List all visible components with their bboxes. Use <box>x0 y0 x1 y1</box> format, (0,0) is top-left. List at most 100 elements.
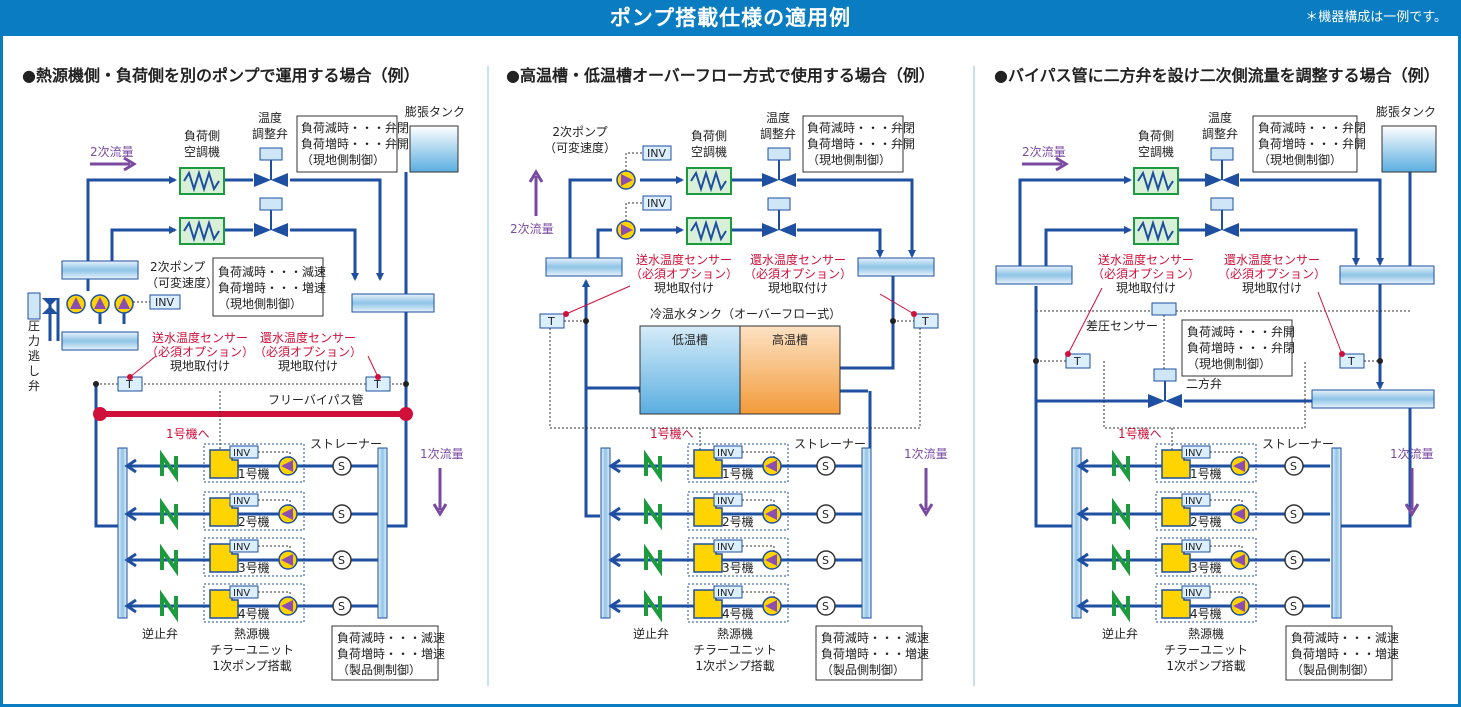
panel-3: ●バイパス管に二方弁を設け二次側流量を調整する場合（例） 2次流量 負荷側空調機 <box>994 66 1440 681</box>
first-flow-label: 1次流量 <box>1390 447 1434 461</box>
return-header <box>61 331 139 351</box>
check-valve-label: 逆止弁 <box>142 626 178 641</box>
low-temp-tank <box>639 325 741 415</box>
header-bar: ポンプ搭載仕様の適用例 ＊機器構成は一例です。 <box>0 0 1461 36</box>
chiller-unit-row: INV 2号機 S <box>1076 491 1330 531</box>
temp-valves <box>1205 147 1239 237</box>
low-tank-label: 低温槽 <box>672 333 708 347</box>
return-sensor-label: 還水温度センサー（必須オプション）現地取付け <box>254 330 362 373</box>
panel-heading: ●熱源機側・負荷側を別のポンプで運用する場合（例） <box>22 66 419 85</box>
strainer-s: S <box>1290 460 1297 473</box>
unit-label: 3号機 <box>722 560 754 575</box>
unit-label: 4号機 <box>238 606 270 621</box>
primary-control: 負荷減時・・・減速負荷増時・・・増速（製品側制御） <box>821 630 929 677</box>
valve-control: 負荷減時・・・弁閉負荷増時・・・弁開（現地側制御） <box>1258 120 1366 167</box>
strainer-s: S <box>338 460 345 473</box>
pump2-label: 2次ポンプ（可変速度） <box>146 260 218 290</box>
temp-valve-label: 温度調整弁 <box>1202 110 1238 141</box>
flow-arrow <box>918 468 934 517</box>
strainer-icon <box>816 504 836 524</box>
diagram-canvas: ●熱源機側・負荷側を別のポンプで運用する場合（例） 圧力逃し弁 <box>22 66 1440 686</box>
two-way-valve <box>1148 368 1182 408</box>
panel-heading: ●高温槽・低温槽オーバーフロー方式で使用する場合（例） <box>506 66 935 85</box>
strainer-icon <box>816 596 836 616</box>
strainer-s: S <box>822 554 829 567</box>
strainer-icon <box>332 504 352 524</box>
unit-label: 3号機 <box>1190 560 1222 575</box>
strainer-s: S <box>338 508 345 521</box>
valve-control: 負荷減時・・・弁閉負荷増時・・・弁開（現地側制御） <box>807 120 915 167</box>
strainer-s: S <box>822 508 829 521</box>
chiller-header-right <box>377 447 388 619</box>
to-unit1-label: 1号機へ <box>166 426 210 441</box>
unit-label: 2号機 <box>1190 514 1222 529</box>
chiller-header-left <box>600 447 611 619</box>
return-header <box>1339 265 1435 285</box>
supply-header <box>61 260 139 280</box>
inv-label: INV <box>155 296 174 309</box>
check-valve-icon <box>160 497 178 531</box>
inv-label: INV <box>647 197 666 210</box>
supply-header <box>995 265 1073 285</box>
check-valve-label: 逆止弁 <box>633 626 669 641</box>
first-flow-label: 1次流量 <box>904 447 948 461</box>
unit-label: 1号機 <box>722 466 754 481</box>
chiller-header-right <box>1331 447 1342 619</box>
strainer-s: S <box>338 554 345 567</box>
header-note: ＊機器構成は一例です。 <box>1305 10 1447 25</box>
supply-sensor-label: 送水温度センサー（必須オプション）現地取付け <box>146 330 254 373</box>
ahu-coils <box>1133 167 1179 245</box>
return-header <box>857 257 935 277</box>
strainer-s: S <box>1290 600 1297 613</box>
valve-control: 負荷減時・・・弁閉負荷増時・・・弁開（現地側制御） <box>301 120 409 167</box>
pump2-label: 2次ポンプ（可変速度） <box>544 125 616 155</box>
temp-valves <box>254 147 288 237</box>
inv-label: INV <box>647 147 666 160</box>
check-valve-icon <box>644 449 662 483</box>
second-flow-label: 2次流量 <box>510 222 554 236</box>
check-valve-icon <box>160 589 178 623</box>
inv-label: INV <box>1185 496 1202 507</box>
inv-label: INV <box>717 448 734 459</box>
pump2-icons <box>616 170 636 240</box>
strainer-icon <box>1284 504 1304 524</box>
inv-label: INV <box>233 496 250 507</box>
unit-label: 3号機 <box>238 560 270 575</box>
flow-arrow <box>1022 156 1069 172</box>
ahu-coils <box>179 167 225 245</box>
strainer-icon <box>1284 456 1304 476</box>
strainer-s: S <box>338 600 345 613</box>
relief-valve <box>27 292 58 341</box>
strainer-s: S <box>1290 508 1297 521</box>
expansion-tank <box>409 125 459 173</box>
t-sensor: T <box>125 378 133 391</box>
flow-arrow <box>528 169 544 216</box>
panel-1: ●熱源機側・負荷側を別のポンプで運用する場合（例） 圧力逃し弁 <box>22 66 465 681</box>
temp-valve-label: 温度調整弁 <box>760 110 796 141</box>
inv-label: INV <box>717 588 734 599</box>
strainer-label: ストレーナー <box>310 437 382 451</box>
pump2-icons <box>66 294 134 314</box>
supply-sensor-label: 送水温度センサー（必須オプション）現地取付け <box>630 252 738 295</box>
ahu-label: 負荷側空調機 <box>184 129 220 159</box>
check-valve-icon <box>1112 589 1130 623</box>
check-valve-icon <box>644 589 662 623</box>
bypass-header <box>1311 389 1435 409</box>
check-valve-icon <box>1112 497 1130 531</box>
ahu-coils <box>686 167 732 245</box>
t-sensor: T <box>547 315 555 328</box>
strainer-icon <box>332 596 352 616</box>
check-valve-icon <box>644 543 662 577</box>
tank-title: 冷温水タンク（オーバーフロー式） <box>650 307 841 321</box>
